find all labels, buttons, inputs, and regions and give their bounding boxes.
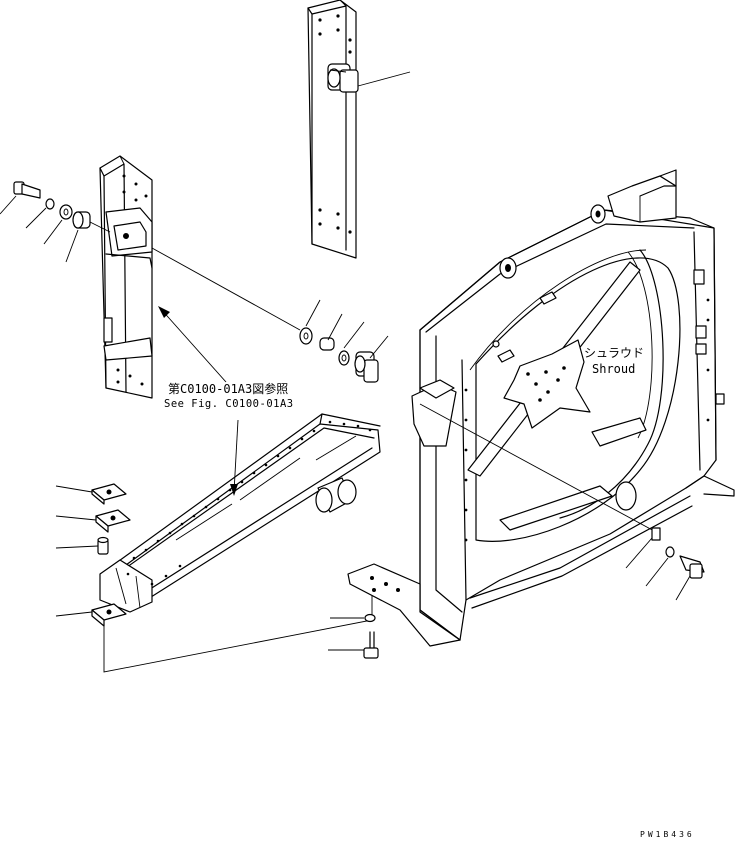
leader-top-clip bbox=[357, 71, 411, 87]
reference-label-en: See Fig. C0100-01A3 bbox=[164, 398, 294, 410]
drawing-code: PW1B436 bbox=[640, 830, 695, 839]
bottom-washer bbox=[364, 613, 376, 623]
lower-strut bbox=[499, 485, 613, 531]
right-washer bbox=[665, 546, 675, 558]
assembly-line-left bbox=[151, 247, 301, 331]
fan-ring-opening bbox=[475, 257, 681, 542]
right-bolt bbox=[679, 555, 705, 579]
leader-cross-beam-ref bbox=[233, 419, 239, 493]
spacer-collar bbox=[97, 536, 109, 555]
bottom-bolt bbox=[363, 631, 379, 659]
left-vertical-bracket bbox=[99, 155, 153, 399]
leader-left-bracket-ref bbox=[159, 307, 227, 383]
left-bolt bbox=[13, 181, 41, 199]
cross-beam bbox=[99, 413, 381, 613]
fan-hub-plate bbox=[503, 339, 591, 429]
shim-plate-1 bbox=[91, 483, 127, 505]
shroud-label-en: Shroud bbox=[592, 362, 636, 376]
right-plate-washer bbox=[651, 527, 661, 541]
reference-label-jp: 第C0100-01A3図参照 bbox=[168, 382, 289, 396]
upper-bushing-clip bbox=[327, 63, 359, 93]
right-strut bbox=[591, 417, 647, 447]
bracket-group-line bbox=[103, 580, 373, 673]
left-washer-large bbox=[59, 204, 73, 220]
assembly-line-right bbox=[419, 403, 657, 533]
cross-beam-boss bbox=[315, 477, 357, 513]
middle-bushing-stack bbox=[299, 327, 379, 383]
shroud-foot-plate bbox=[347, 563, 461, 647]
shroud-label-jp: シュラウド bbox=[584, 346, 645, 360]
left-washer-small bbox=[45, 198, 55, 210]
shim-plate-2 bbox=[95, 509, 131, 533]
cross-beam-holes bbox=[126, 420, 372, 586]
shroud-frame bbox=[347, 169, 735, 647]
top-vertical-bracket bbox=[307, 0, 357, 259]
left-bushing bbox=[72, 211, 91, 229]
